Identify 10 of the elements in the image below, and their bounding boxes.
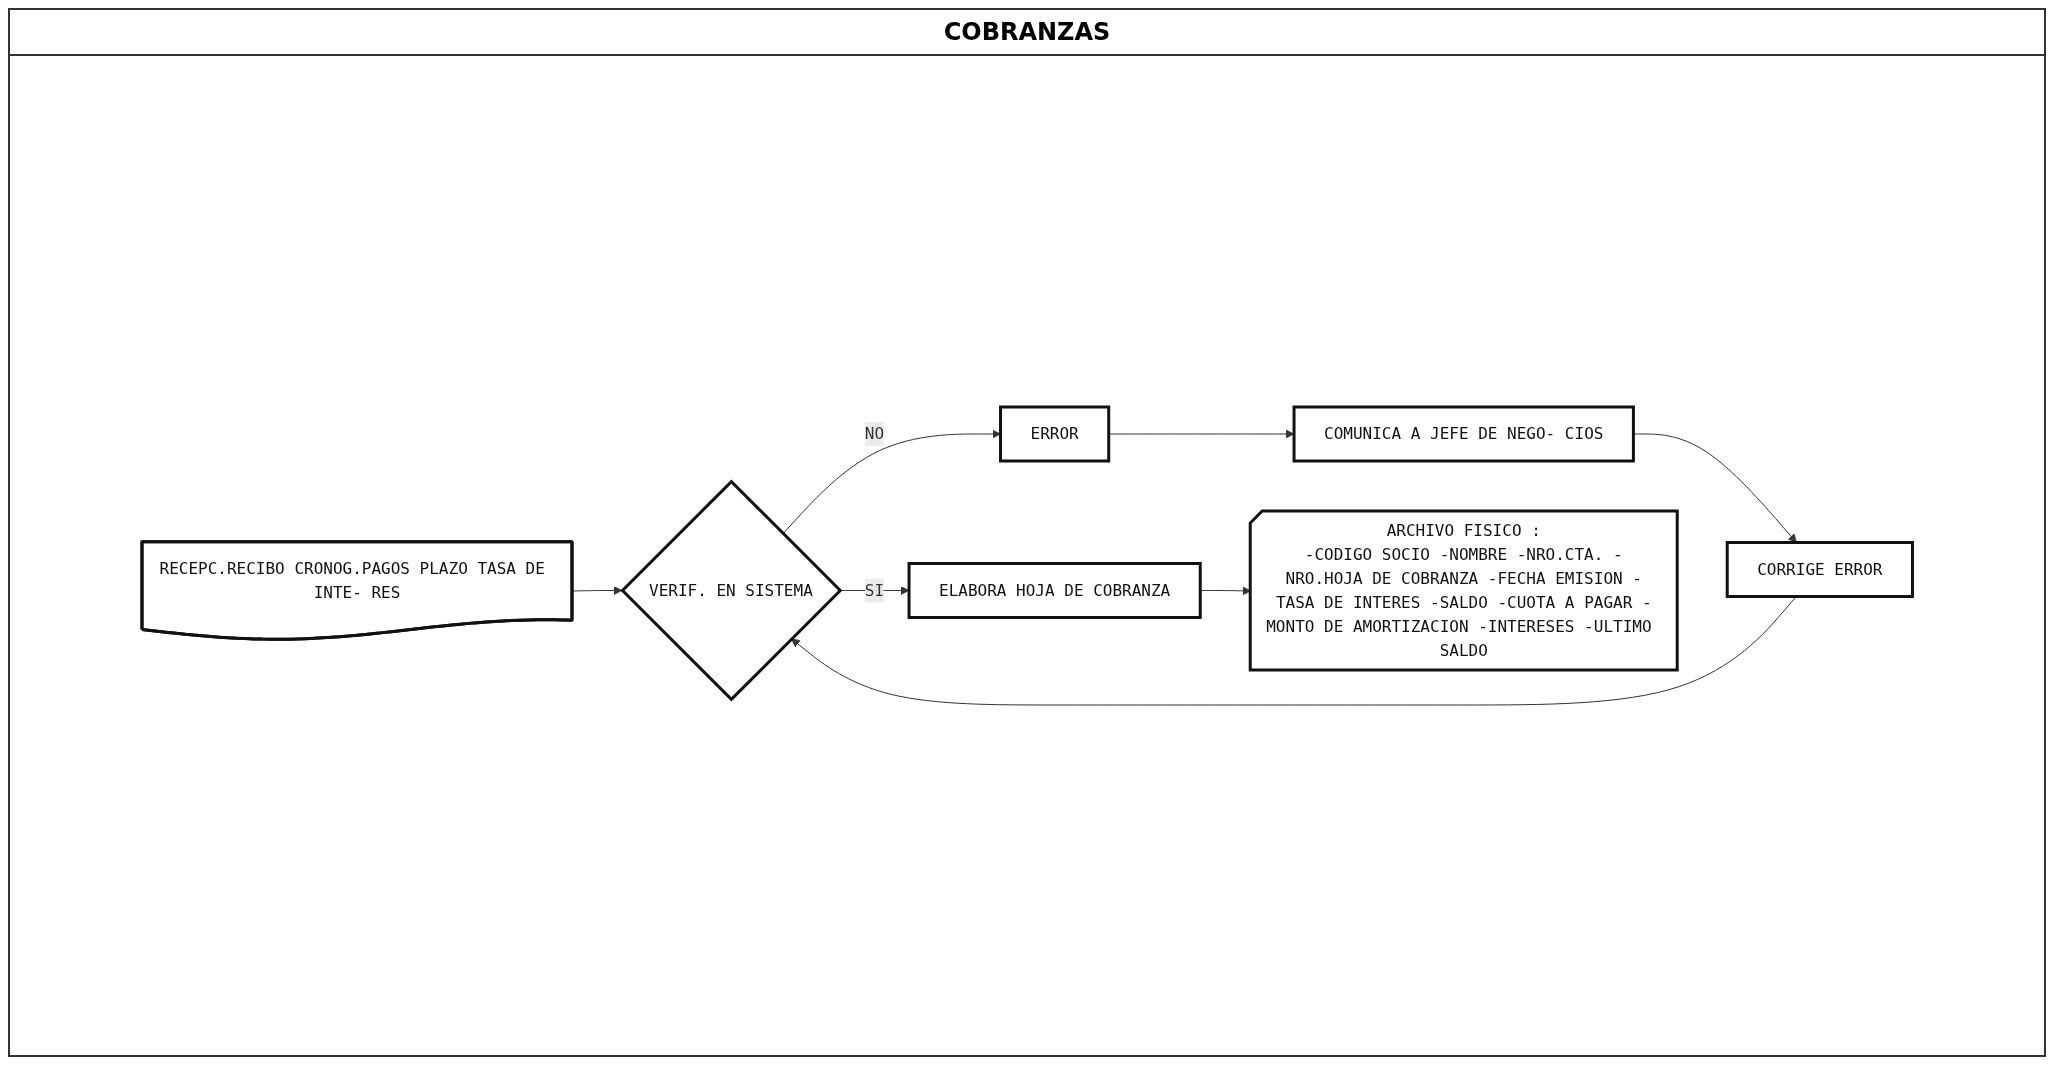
arrow bbox=[782, 429, 1001, 534]
node-diamond: VERIF. EN SISTEMA bbox=[620, 479, 843, 701]
node-box: CORRIGE ERROR bbox=[1725, 540, 1914, 598]
node-box: ERROR bbox=[998, 405, 1110, 462]
edge-label: NO bbox=[864, 423, 884, 443]
node-box: COMUNICA A JEFE DE NEGO- CIOS bbox=[1292, 405, 1635, 462]
edge-label: SI bbox=[864, 580, 884, 599]
node-box: ELABORA HOJA DE COBRANZA bbox=[907, 561, 1202, 619]
arrow bbox=[571, 585, 623, 595]
diagram-title: COBRANZAS bbox=[10, 10, 2044, 56]
